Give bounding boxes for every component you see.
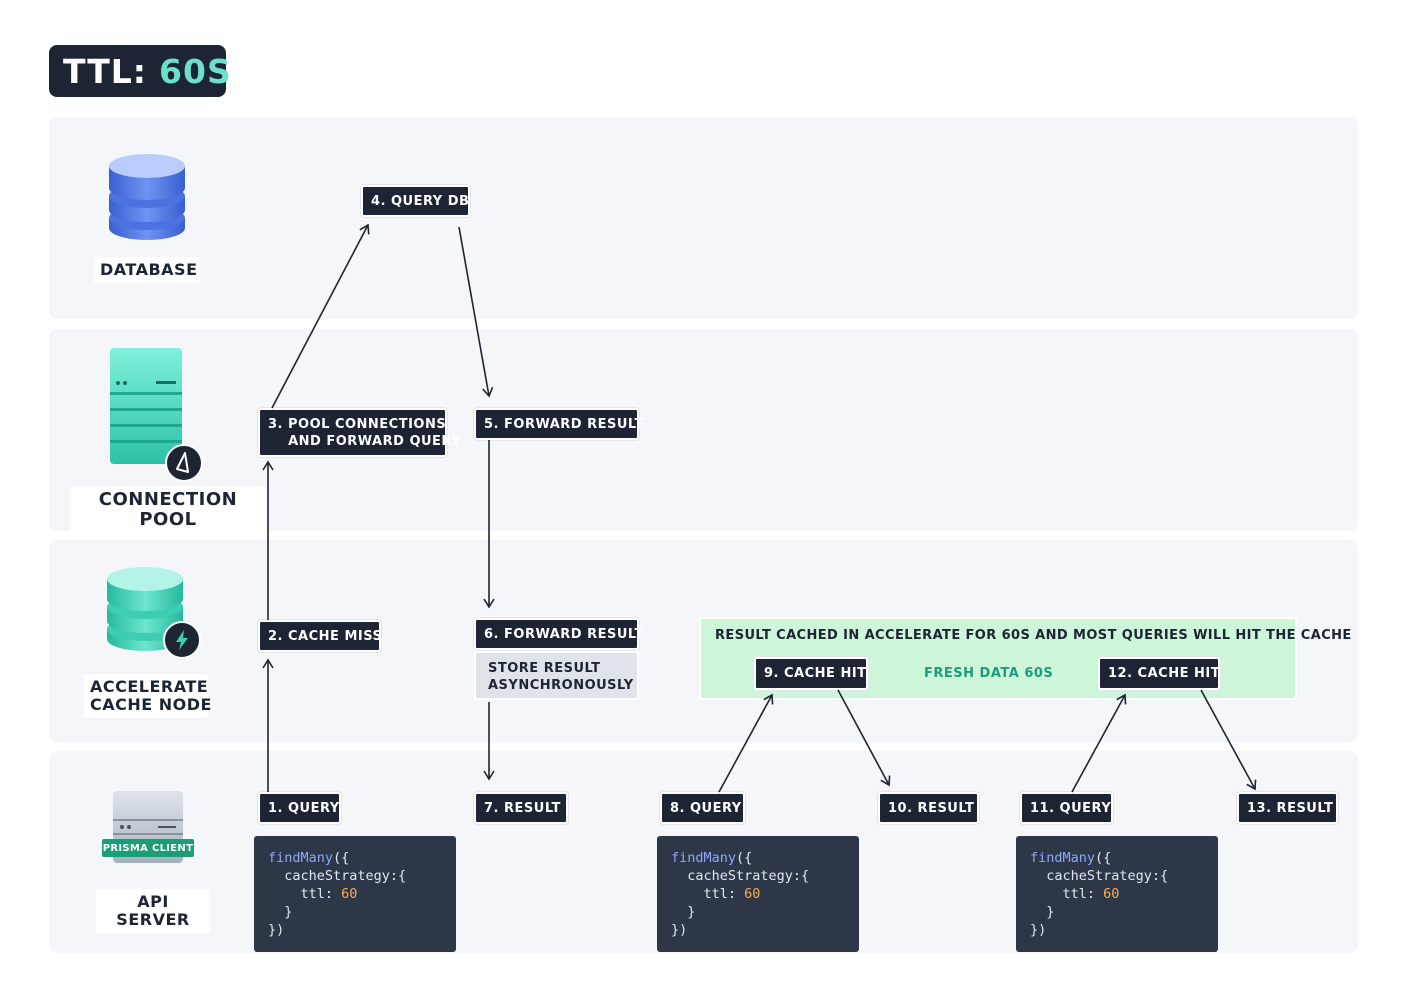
fresh-data-label: FRESH DATA 60S <box>924 666 1054 681</box>
api-server-label: API SERVER <box>96 889 210 933</box>
database-icon <box>109 154 185 240</box>
cache-database-icon <box>107 567 183 651</box>
lightning-bolt-icon <box>163 621 201 659</box>
step-1-query: 1. QUERY <box>258 792 341 824</box>
step-2-cache-miss: 2. CACHE MISS <box>258 620 382 652</box>
step-8-query: 8. QUERY <box>660 792 745 824</box>
cache-region-title: RESULT CACHED IN ACCELERATE FOR 60S AND … <box>715 628 1352 643</box>
step-9-cache-hit: 9. CACHE HIT <box>754 657 868 690</box>
step-10-result: 10. RESULT <box>878 792 979 824</box>
code-block-3: findMany({ cacheStrategy:{ ttl: 60 } }) <box>1016 836 1218 952</box>
database-label: DATABASE <box>94 257 200 283</box>
step-3-pool-connections: 3. POOL CONNECTIONS AND FORWARD QUERY <box>258 408 461 457</box>
database-lane <box>49 117 1358 319</box>
step-12-cache-hit: 12. CACHE HIT <box>1098 657 1220 690</box>
step-13-result: 13. RESULT <box>1237 792 1338 824</box>
ttl-key: TTL: <box>63 51 148 91</box>
connection-pool-label: CONNECTION POOL <box>70 486 266 534</box>
step-4-query-db: 4. QUERY DB <box>361 185 470 217</box>
prisma-logo-icon <box>165 444 203 482</box>
code-block-2: findMany({ cacheStrategy:{ ttl: 60 } }) <box>657 836 859 952</box>
ttl-badge: TTL: 60S <box>49 45 231 97</box>
code-block-1: findMany({ cacheStrategy:{ ttl: 60 } }) <box>254 836 456 952</box>
step-5-forward-result: 5. FORWARD RESULT <box>474 408 643 440</box>
prisma-client-badge: PRISMA CLIENT <box>102 839 194 857</box>
step-11-query: 11. QUERY <box>1020 792 1113 824</box>
store-result-note: STORE RESULT ASYNCHRONOUSLY <box>474 651 639 700</box>
step-6-forward-result: 6. FORWARD RESULT <box>474 618 643 650</box>
cache-node-label: ACCELERATE CACHE NODE <box>84 674 211 718</box>
ttl-value: 60S <box>159 51 232 91</box>
step-7-result: 7. RESULT <box>474 792 568 824</box>
server-rack-icon <box>110 348 182 464</box>
